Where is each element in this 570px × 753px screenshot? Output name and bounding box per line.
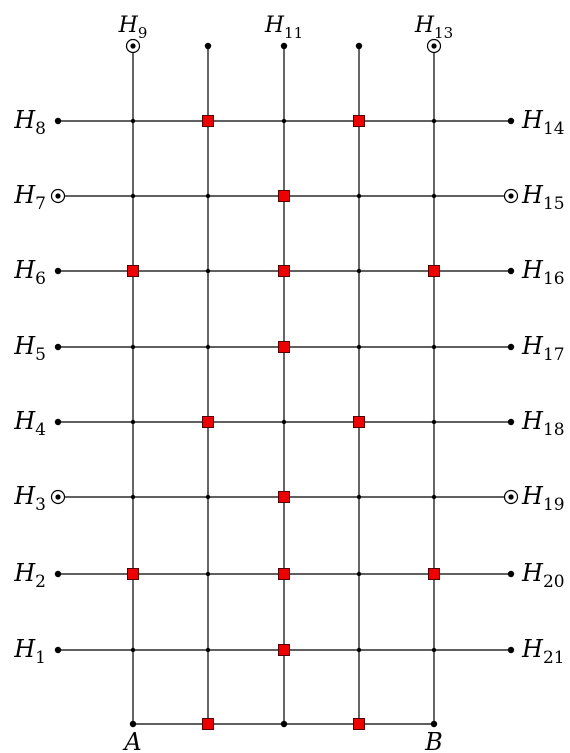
top-label: H11 — [264, 13, 303, 42]
top-endpoint-center — [130, 43, 136, 49]
left-label: H7 — [13, 181, 46, 214]
left-label: H2 — [13, 559, 46, 592]
left-endpoint-center — [55, 193, 61, 199]
intersection-dot — [130, 647, 136, 653]
right-label: H21 — [521, 635, 565, 668]
intersection-dot — [281, 419, 287, 425]
red-square — [428, 568, 440, 580]
red-square — [353, 718, 365, 730]
right-endpoint — [507, 117, 515, 125]
right-label: H19 — [521, 482, 565, 515]
left-endpoint — [54, 267, 62, 275]
intersection-dot — [205, 193, 211, 199]
intersection-dot — [130, 193, 136, 199]
bottom-dot — [129, 720, 137, 728]
intersection-dot — [431, 118, 437, 124]
red-square — [278, 190, 290, 202]
right-label: H14 — [521, 106, 565, 139]
top-endpoint — [280, 42, 288, 50]
right-endpoint-center — [508, 494, 514, 500]
left-label: H1 — [13, 635, 46, 668]
top-endpoint — [204, 42, 212, 50]
left-label: H8 — [13, 106, 46, 139]
intersection-dot — [205, 268, 211, 274]
bottom-label-A: A — [122, 728, 141, 753]
left-endpoint — [54, 570, 62, 578]
right-endpoint-center — [508, 193, 514, 199]
right-endpoint — [507, 343, 515, 351]
right-endpoint — [507, 418, 515, 426]
bottom-dot — [430, 720, 438, 728]
top-label: H13 — [414, 13, 453, 42]
left-endpoint — [54, 117, 62, 125]
top-label: H9 — [118, 13, 148, 42]
right-label: H15 — [521, 181, 565, 214]
intersection-dot — [205, 571, 211, 577]
intersection-dot — [205, 647, 211, 653]
intersection-dot — [130, 344, 136, 350]
intersection-dot — [356, 344, 362, 350]
intersection-dot — [130, 494, 136, 500]
right-label: H20 — [521, 559, 565, 592]
red-square — [428, 265, 440, 277]
intersection-dot — [130, 118, 136, 124]
intersection-dot — [130, 419, 136, 425]
intersection-dot — [356, 193, 362, 199]
bottom-dot — [280, 720, 288, 728]
red-square — [278, 341, 290, 353]
intersection-dot — [356, 494, 362, 500]
right-label: H17 — [521, 332, 565, 365]
intersection-dot — [431, 193, 437, 199]
bottom-label-B: B — [424, 728, 443, 753]
left-label: H3 — [13, 482, 46, 515]
top-endpoint — [355, 42, 363, 50]
intersection-dot — [356, 268, 362, 274]
intersection-dot — [431, 494, 437, 500]
red-square — [202, 718, 214, 730]
intersection-dot — [431, 344, 437, 350]
red-square — [278, 265, 290, 277]
left-endpoint — [54, 418, 62, 426]
right-label: H18 — [521, 407, 565, 440]
left-label: H6 — [13, 256, 46, 289]
red-square — [202, 115, 214, 127]
right-endpoint — [507, 570, 515, 578]
red-square — [202, 416, 214, 428]
red-square — [353, 416, 365, 428]
red-square — [127, 568, 139, 580]
intersection-dot — [205, 494, 211, 500]
left-endpoint — [54, 646, 62, 654]
red-square — [353, 115, 365, 127]
intersection-dot — [356, 647, 362, 653]
left-label: H4 — [13, 407, 46, 440]
intersection-dot — [431, 647, 437, 653]
top-endpoint-center — [431, 43, 437, 49]
left-label: H5 — [13, 332, 46, 365]
intersection-dot — [356, 571, 362, 577]
red-square — [127, 265, 139, 277]
right-endpoint — [507, 646, 515, 654]
intersection-dot — [431, 419, 437, 425]
right-label: H16 — [521, 256, 565, 289]
left-endpoint-center — [55, 494, 61, 500]
intersection-dot — [205, 344, 211, 350]
right-endpoint — [507, 267, 515, 275]
red-square — [278, 491, 290, 503]
intersection-dot — [281, 118, 287, 124]
red-square — [278, 568, 290, 580]
left-endpoint — [54, 343, 62, 351]
red-square — [278, 644, 290, 656]
